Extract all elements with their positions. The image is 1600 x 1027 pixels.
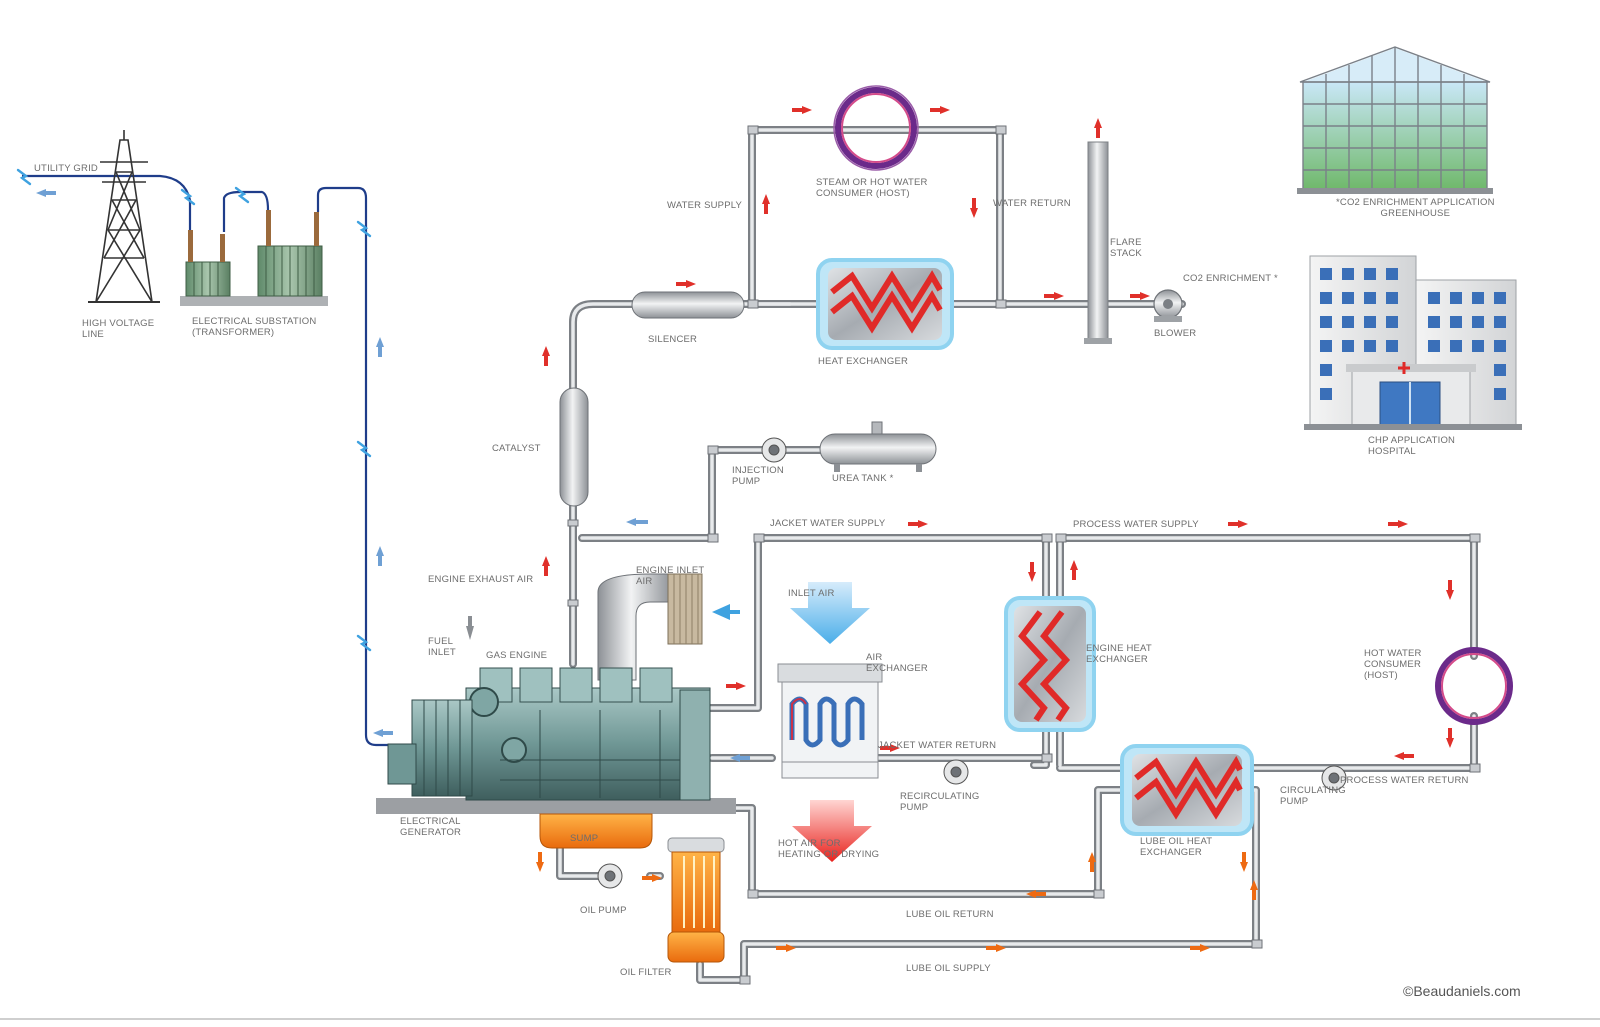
transformer-icon — [180, 210, 328, 306]
generator-icon — [387, 699, 473, 797]
pipe-fittings — [567, 125, 1481, 985]
consumer-ring-icon — [833, 85, 919, 171]
tank-icon — [819, 421, 937, 472]
credit-text: ©Beaudaniels.com — [1403, 983, 1521, 999]
flow-arrow-icon — [466, 106, 1454, 952]
catalyst-icon — [559, 387, 589, 507]
power-lines — [22, 174, 392, 747]
bottom-divider — [0, 1018, 1600, 1020]
label-jacket-water-return: JACKET WATER RETURN — [878, 740, 997, 751]
spark-icon — [16, 168, 372, 652]
greenhouse-icon — [1297, 46, 1493, 194]
hot-water-consumer-ring-icon — [1435, 647, 1513, 725]
label-engine-exhaust-air: ENGINE EXHAUST AIR — [428, 574, 534, 585]
oil-filter-icon — [667, 837, 725, 963]
label-sump: SUMP — [570, 833, 599, 844]
label-catalyst: CATALYST — [492, 443, 541, 454]
label-oil-filter: OIL FILTER — [620, 967, 672, 978]
silencer-icon — [631, 291, 745, 319]
label-oil-pump: OIL PUMP — [580, 905, 627, 916]
transmission-tower-icon — [88, 130, 160, 303]
label-jacket-water-supply: JACKET WATER SUPPLY — [770, 518, 886, 529]
label-co2-enrichment: CO2 ENRICHMENT * — [1183, 273, 1278, 284]
flare-stack-icon — [1084, 118, 1112, 344]
label-gas-engine: GAS ENGINE — [486, 650, 548, 661]
pump-icon — [597, 437, 1347, 889]
label-water-supply: WATER SUPPLY — [667, 200, 743, 211]
blower-icon — [1153, 289, 1183, 322]
air-exchanger — [777, 582, 883, 862]
engine-heat-exchanger-icon — [1004, 596, 1096, 732]
label-water-return: WATER RETURN — [993, 198, 1071, 209]
label-process-water-supply: PROCESS WATER SUPPLY — [1073, 519, 1199, 530]
label-inlet-air: INLET AIR — [788, 588, 835, 599]
label-electrical-substation: ELECTRICAL SUBSTATION(TRANSFORMER) — [192, 316, 317, 338]
label-process-water-return: PROCESS WATER RETURN — [1340, 775, 1469, 786]
label-silencer: SILENCER — [648, 334, 698, 345]
engine-icon — [376, 573, 740, 849]
label-lube-oil-supply: LUBE OIL SUPPLY — [906, 963, 991, 974]
label-lube-oil-return: LUBE OIL RETURN — [906, 909, 994, 920]
heat-exchanger-icon — [816, 258, 954, 350]
label-blower: BLOWER — [1154, 328, 1197, 339]
hospital-icon — [1304, 255, 1522, 430]
label-heat-exchanger: HEAT EXCHANGER — [818, 356, 909, 367]
label-urea-tank: UREA TANK * — [832, 473, 894, 484]
label-utility-grid: UTILITY GRID — [34, 163, 98, 174]
lube-oil-heat-exchanger-icon — [1120, 744, 1254, 836]
flow-arrow-icon — [36, 189, 393, 737]
